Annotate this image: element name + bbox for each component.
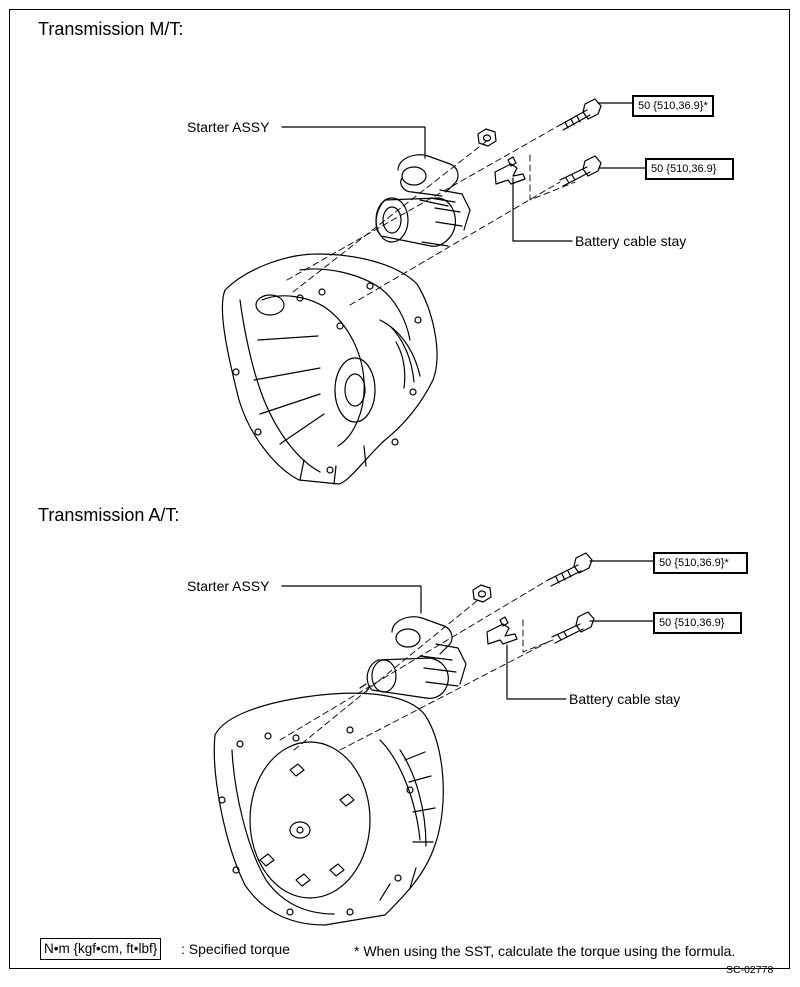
figure-code: SC-02778 xyxy=(726,964,774,976)
mt-torque-box-lower: 50 {510,36.9} xyxy=(645,158,734,180)
mt-starter-leader xyxy=(281,126,426,159)
mt-transmission-housing xyxy=(221,253,438,485)
at-starter-leader xyxy=(281,585,422,614)
at-bolt-lower xyxy=(551,611,595,644)
diagram-frame xyxy=(9,9,790,969)
at-battery-leader xyxy=(506,644,567,700)
at-starter-assy-label: Starter ASSY xyxy=(187,578,270,594)
torque-unit-legend-desc: : Specified torque xyxy=(181,941,290,957)
at-starter-motor xyxy=(359,616,467,699)
at-battery-cable-stay xyxy=(486,616,518,645)
at-torque-box-upper: 50 {510,36.9}* xyxy=(653,552,748,574)
mt-bolt-lower xyxy=(559,155,602,187)
mt-battery-cable-stay-label: Battery cable stay xyxy=(575,233,687,249)
mt-starter-assy-label: Starter ASSY xyxy=(187,119,270,135)
mt-torque-leaders xyxy=(597,102,646,169)
at-bolt-upper xyxy=(547,552,593,587)
at-transmission-housing xyxy=(213,692,444,926)
at-section-title: Transmission A/T: xyxy=(38,505,180,525)
mt-torque-box-upper: 50 {510,36.9}* xyxy=(632,95,714,117)
at-nut xyxy=(472,584,492,603)
mt-nut xyxy=(477,128,497,147)
mt-bolt-upper xyxy=(559,98,602,131)
mt-battery-leader xyxy=(512,177,573,242)
at-torque-leaders xyxy=(589,560,654,622)
torque-unit-legend-box: N•m {kgf•cm, ft•lbf} xyxy=(40,938,162,960)
mt-alignment-lines xyxy=(286,124,576,306)
at-torque-box-lower: 50 {510,36.9} xyxy=(653,612,742,634)
sst-note: * When using the SST, calculate the torq… xyxy=(354,943,736,959)
mt-battery-cable-stay xyxy=(494,156,526,185)
at-alignment-lines xyxy=(279,579,554,751)
mt-starter-motor xyxy=(375,154,471,247)
mt-section-title: Transmission M/T: xyxy=(38,19,184,39)
at-battery-cable-stay-label: Battery cable stay xyxy=(569,691,681,707)
